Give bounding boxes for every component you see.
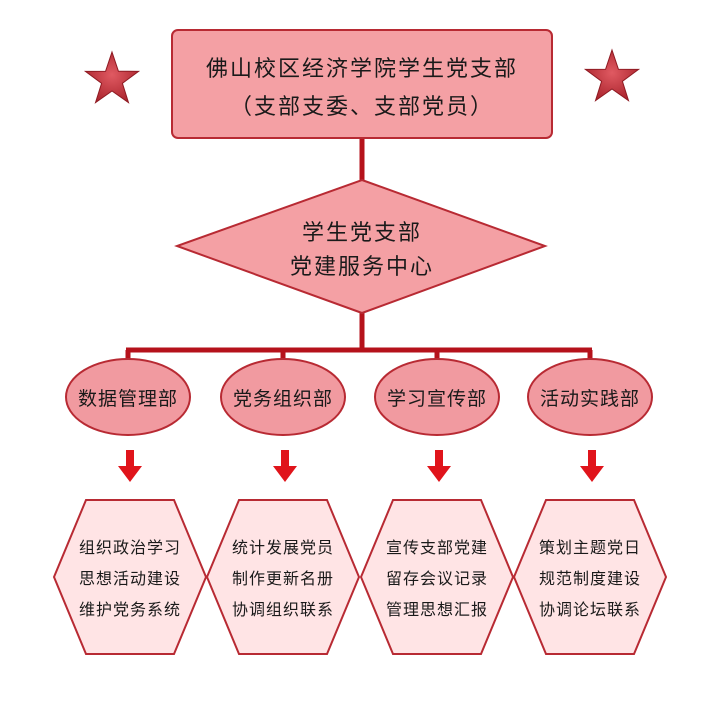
department-oval — [220, 358, 346, 436]
duty-item: 协调论坛联系 — [539, 600, 641, 619]
department-name: 数据管理部 — [78, 388, 178, 410]
duties-hexagon — [52, 499, 208, 655]
duty-item: 管理思想汇报 — [386, 600, 488, 619]
duty-item: 留存会议记录 — [386, 569, 488, 588]
departments: 数据管理部组织政治学习思想活动建设维护党务系统党务组织部统计发展党员制作更新名册… — [52, 358, 668, 655]
department-oval — [65, 358, 191, 436]
duty-item: 制作更新名册 — [232, 569, 334, 588]
department-oval — [527, 358, 653, 436]
top-box-line2: （支部支委、支部党员） — [230, 95, 494, 120]
department-name: 党务组织部 — [233, 388, 333, 410]
center-diamond-line2: 党建服务中心 — [290, 255, 434, 280]
duties-hexagon — [205, 499, 361, 655]
department-name: 活动实践部 — [540, 388, 640, 410]
duty-item: 协调组织联系 — [232, 600, 334, 619]
duty-item: 维护党务系统 — [79, 600, 181, 619]
duties-hexagon — [359, 499, 515, 655]
top-box: 佛山校区经济学院学生党支部 （支部支委、支部党员） — [171, 29, 553, 139]
star-icon — [583, 48, 641, 102]
duty-item: 组织政治学习 — [79, 538, 181, 557]
department-name: 学习宣传部 — [387, 388, 487, 410]
center-diamond: 学生党支部 党建服务中心 — [174, 178, 548, 315]
star-icon — [83, 50, 141, 104]
department-oval — [374, 358, 500, 436]
top-box-line1: 佛山校区经济学院学生党支部 — [206, 57, 518, 82]
arrow-down-icon — [118, 450, 142, 482]
center-diamond-line1: 学生党支部 — [302, 221, 422, 246]
duty-item: 宣传支部党建 — [386, 538, 488, 557]
duty-item: 统计发展党员 — [232, 538, 334, 557]
duties-hexagon — [512, 499, 668, 655]
duty-item: 策划主题党日 — [539, 538, 641, 557]
arrow-down-icon — [273, 450, 297, 482]
duty-item: 规范制度建设 — [539, 569, 641, 588]
duty-item: 思想活动建设 — [79, 569, 181, 588]
arrow-down-icon — [580, 450, 604, 482]
arrow-down-icon — [427, 450, 451, 482]
